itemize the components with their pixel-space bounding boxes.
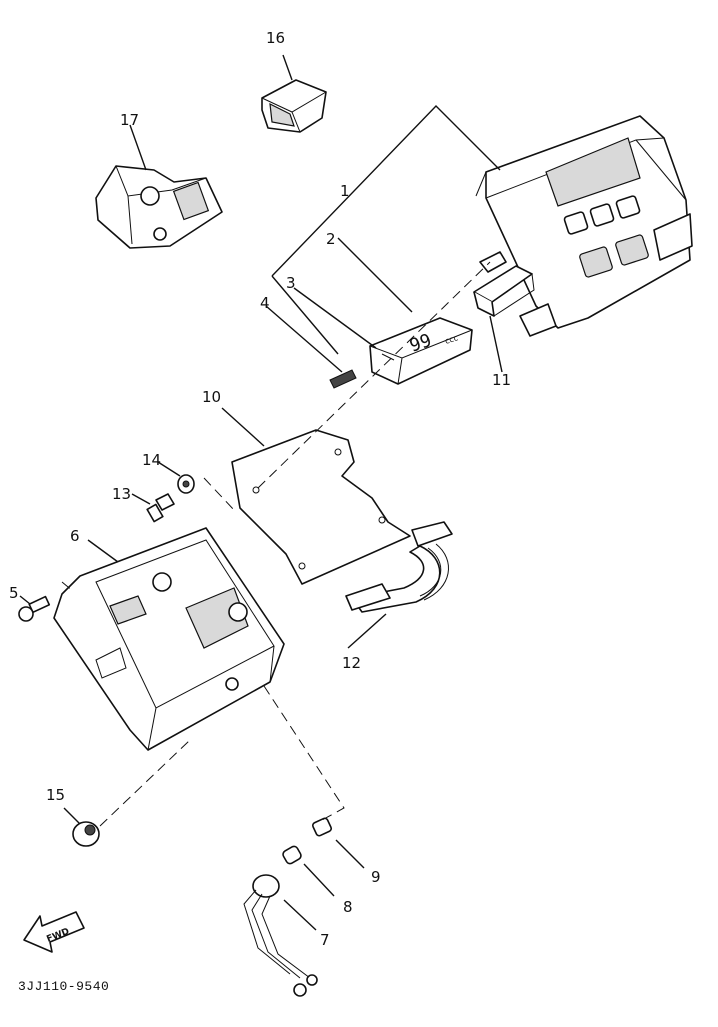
label-7: 7: [320, 931, 330, 949]
part-8-bulb: [282, 845, 335, 897]
assembly-lines: [61, 105, 501, 827]
label-13: 13: [112, 485, 131, 503]
part-9-holder: [311, 817, 365, 869]
part-labels: 1 2 3 4 5 6 7 8 9 10 11 12 13 14 15 16 1…: [9, 29, 511, 949]
part-16-connector: [261, 54, 327, 133]
label-6: 6: [70, 527, 80, 545]
svg-text:ccc: ccc: [444, 333, 459, 346]
label-5: 5: [9, 584, 19, 602]
label-2: 2: [326, 230, 336, 248]
part-5-screw: [18, 595, 51, 622]
part-6-case: [53, 527, 285, 751]
label-11: 11: [492, 371, 511, 389]
label-3: 3: [286, 274, 296, 292]
part-17-relay-unit: [95, 124, 223, 249]
label-15: 15: [46, 786, 65, 804]
part-13-screw: [131, 493, 175, 523]
part-7-socket: [243, 874, 318, 997]
part-1-meter-assembly: [475, 115, 693, 337]
label-12: 12: [342, 654, 361, 672]
label-14: 14: [142, 451, 161, 469]
label-4: 4: [260, 294, 270, 312]
part-2-display-board: 99 ccc: [329, 317, 473, 389]
label-17: 17: [120, 111, 139, 129]
part-12-ribbon-cable: [345, 521, 453, 649]
fwd-arrow-icon: FWD: [23, 911, 85, 953]
part-10-circuit-plate: [231, 429, 411, 585]
label-8: 8: [343, 898, 353, 916]
label-1: 1: [340, 182, 350, 200]
part-11-connector: [473, 265, 535, 373]
part-14-grommet: [157, 461, 195, 494]
label-16: 16: [266, 29, 285, 47]
diagram-code: 3JJ110-9540: [18, 979, 109, 994]
label-9: 9: [371, 868, 381, 886]
label-10: 10: [202, 388, 221, 406]
part-15-grommet: [63, 807, 100, 847]
